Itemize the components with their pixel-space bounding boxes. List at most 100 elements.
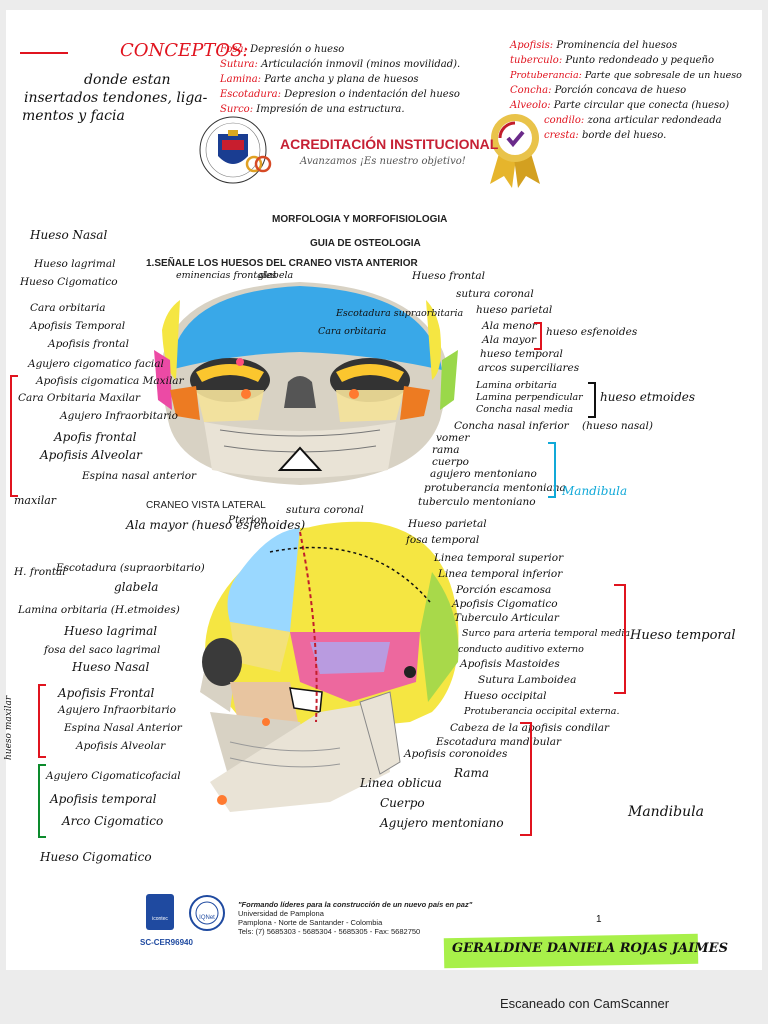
lat-label-fosa-saco: fosa del saco lagrimal [44,644,161,656]
page-number: 1 [596,914,602,925]
lateral-skull-illustration [200,521,459,812]
concept-note: donde estan insertados tendones, liga- m… [14,72,207,126]
term: Lamina: [220,74,262,85]
ant-label-eminencias: eminencias frontales [176,270,277,281]
def: Prominencia del huesos [556,40,678,51]
def: borde del hueso. [581,130,667,141]
ant-label-sutura-coronal: sutura coronal [456,288,534,300]
lat-label-cuerpo: Cuerpo [380,796,425,810]
lat-label-ala-mayor: Ala mayor (hueso esfenoides) [126,518,306,532]
lat-label-apofisis-cigomatico: Apofisis Cigomatico [452,598,558,610]
lat-label-apofisis-alveolar: Apofisis Alveolar [76,740,166,752]
footer-line-1: Universidad de Pamplona [238,909,324,918]
accreditation-title: ACREDITACIÓN INSTITUCIONAL [280,136,499,152]
lat-label-tuberculo-articular: Tuberculo Articular [454,612,559,624]
group-hueso-nasal-note: (hueso nasal) [582,420,654,432]
lat-label-hueso-nasal: Hueso Nasal [72,660,150,674]
def: Porción concava de hueso [554,85,687,96]
lat-label-h-frontal: H. frontal [14,566,66,578]
lat-label-escotadura: Escotadura (supraorbitario) [56,562,205,574]
lat-label-linea-oblicua: Linea oblicua [360,776,442,790]
ant-label-apofisis-cigomatica-maxilar: Apofisis cigomatica Maxilar [36,375,184,387]
lateral-title: CRANEO VISTA LATERAL [146,500,266,511]
lat-label-pterion: Pterion [228,514,267,526]
term: Concha: [510,85,552,96]
ant-label-apofisis-temporal: Apofisis Temporal [30,320,126,332]
ant-label-cara-orbitaria-maxilar: Cara Orbitaria Maxilar [18,392,141,404]
lat-label-hueso-maxilar-side: hueso maxilar [4,695,14,760]
ant-label-cara-orbitaria-top: Cara orbitaria [318,326,387,337]
concept-surco: Surco: Impresión de una estructura. [220,104,460,119]
lat-label-escotadura-mandibular: Escotadura mandibular [436,736,562,748]
lat-label-linea-temporal-inferior: Linea temporal inferior [438,568,563,580]
footer-line-3: Tels: (7) 5685303 - 5685304 - 5685305 - … [238,927,421,936]
def: Articulación inmovil (minos movilidad). [261,59,461,70]
lat-label-agujero-mentoniano: Agujero mentoniano [380,816,504,830]
concept-tuberculo: tuberculo: Punto redondeado y pequeño [510,55,742,70]
concept-escotadura: Escotadura: Depresion o indentación del … [220,89,460,104]
esfenoides-bracket [534,322,542,350]
cigomatico-bracket-lat [38,764,46,838]
concept-cresta: cresta: borde del hueso. [544,130,768,145]
ant-label-apofisis-alveolar: Apofisis Alveolar [40,448,142,462]
ant-label-cigomatico: Hueso Cigomatico [20,276,118,288]
footer-quote: "Formando líderes para la construcción d… [238,900,473,909]
ant-label-protuberancia: protuberancia mentoniana [424,482,566,494]
def: Parte que sobresale de un hueso [584,70,742,81]
def: Depresión o hueso [250,44,345,55]
guide-title: GUIA DE OSTEOLOGIA [310,238,421,249]
concept-apofisis: Apofisis: Prominencia del huesos [510,40,742,55]
ant-label-concha-media: Concha nasal media [476,404,574,415]
lat-label-sutura-coronal: sutura coronal [286,504,364,516]
ant-label-cara-orbitaria: Cara orbitaria [30,302,106,314]
ant-label-concha-inferior: Concha nasal inferior [454,420,569,432]
iqnet-logo-icon [189,895,225,931]
footer-info: "Formando líderes para la construcción d… [238,900,472,936]
lat-label-fosa-temporal: fosa temporal [406,534,480,546]
university-crest-icon [199,116,267,184]
concept-protuberancia: Protuberancia: Parte que sobresale de un… [510,70,742,85]
note-line-1: donde estan [84,72,171,88]
mandibula-bracket-ant [548,442,556,498]
accreditation-medal-icon [490,114,540,188]
concepts-list: Fosa: Depresión o hueso Sutura: Articula… [220,44,460,119]
ant-label-hueso-frontal: Hueso frontal [412,270,486,282]
temporal-bracket [614,584,626,694]
lat-label-apofisis-mastoides: Apofisis Mastoides [460,658,560,670]
term: cresta: [544,130,579,141]
def: Punto redondeado y pequeño [565,55,715,66]
term: tuberculo: [510,55,563,66]
concept-alveolo: Alveolo: Parte circular que conecta (hue… [510,100,742,115]
def: Parte ancha y plana de huesos [264,74,419,85]
ant-label-hueso-temporal: hueso temporal [480,348,563,360]
def: Impresión de una estructura. [256,104,405,115]
term: Surco: [220,104,254,115]
anterior-skull-illustration [154,282,458,485]
lat-label-porcion-escamosa: Porción escamosa [456,584,552,596]
concept-condilo: condilo: zona articular redondeada [544,115,768,130]
ant-label-glabela: glabela [258,270,294,281]
term: Alveolo: [510,100,551,111]
ant-label-lagrimal: Hueso lagrimal [34,258,116,270]
ant-label-maxilar: maxilar [14,494,57,507]
footer-line-2: Pamplona - Norte de Santander - Colombia [238,918,383,927]
lat-label-cabeza-condilar: Cabeza de la apofisis condilar [450,722,610,734]
question-title: 1.SEÑALE LOS HUESOS DEL CRANEO VISTA ANT… [146,258,418,269]
def: Parte circular que conecta (hueso) [553,100,730,111]
ant-label-espina-nasal: Espina nasal anterior [82,470,197,482]
concept-sutura: Sutura: Articulación inmovil (minos movi… [220,59,460,74]
note-line-3: mentos y facia [22,108,125,124]
iqnet-logo-text: IQNet [199,915,215,921]
concept-concha: Concha: Porción concava de hueso [510,85,742,100]
lat-label-espina-nasal: Espina Nasal Anterior [64,722,182,734]
ant-label-escotadura-supraorbitaria: Escotadura supraorbitaria [336,308,464,319]
red-dash [20,52,68,54]
ant-label-ala-mayor: Ala mayor [482,334,537,346]
ant-label-arcos-superciliares: arcos superciliares [478,362,580,374]
lat-label-conducto-auditivo: conducto auditivo externo [458,644,584,655]
term: condilo: [544,115,585,126]
paper-sheet [6,10,762,970]
term: Fosa: [220,44,247,55]
lat-label-apofisis-temporal: Apofisis temporal [50,792,157,806]
